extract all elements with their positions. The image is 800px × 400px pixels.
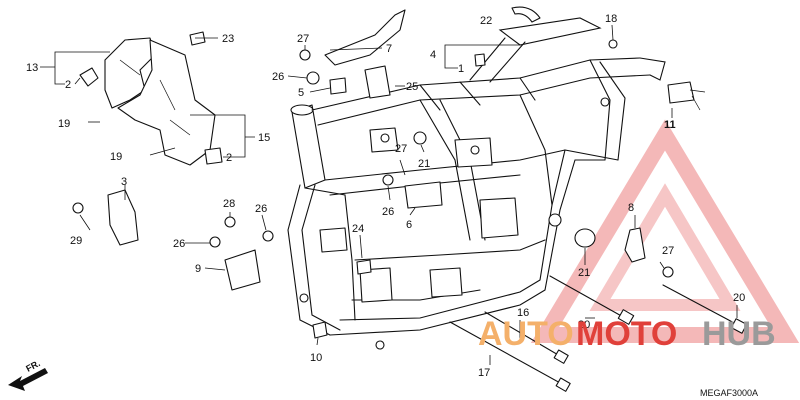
watermark-hub: HUB (702, 315, 776, 353)
watermark-text: AUTO MOTO HUB (478, 315, 776, 353)
steering-head (291, 104, 326, 189)
callout-9: 9 (195, 263, 201, 275)
part-23 (189, 31, 206, 46)
callout-25: 25 (406, 81, 418, 93)
callout-7: 7 (386, 43, 392, 55)
part-24 (356, 259, 372, 275)
callout-13: 13 (26, 62, 38, 74)
part-8 (624, 227, 646, 263)
callout-3: 3 (121, 176, 127, 188)
callout-26: 26 (173, 238, 185, 250)
long-bolts (449, 275, 748, 392)
callout-6: 6 (406, 219, 412, 231)
callout-11: 11 (664, 119, 676, 131)
diagram-code: MEGAF3000A (700, 388, 758, 398)
callout-26: 26 (272, 71, 284, 83)
callout-1: 1 (458, 63, 464, 75)
part-11-lock (667, 81, 695, 104)
callout-2: 2 (226, 152, 232, 164)
callout-26: 26 (255, 203, 267, 215)
callout-15: 15 (258, 132, 270, 144)
callout-10: 10 (310, 352, 322, 364)
leader-lines (40, 24, 738, 365)
callout-4: 4 (430, 49, 436, 61)
callout-24: 24 (352, 223, 364, 235)
callout-27: 27 (662, 245, 674, 257)
callout-19: 19 (110, 151, 122, 163)
callout-17: 17 (478, 367, 490, 379)
callout-29: 29 (70, 235, 82, 247)
part-21-plug (574, 228, 596, 248)
callout-21: 21 (418, 158, 430, 170)
small-parts (72, 6, 706, 339)
part-22 (511, 6, 541, 23)
part-25 (364, 65, 391, 99)
callout-26: 26 (382, 206, 394, 218)
lower-side-cover (117, 39, 216, 166)
bottom-rail (329, 289, 546, 336)
callout-5: 5 (298, 87, 304, 99)
part-6 (404, 181, 443, 209)
part-9 (224, 249, 261, 291)
callout-2: 2 (65, 79, 71, 91)
front-direction-arrow: FR. (8, 358, 48, 391)
callout-20: 20 (733, 292, 745, 304)
callout-22: 22 (480, 15, 492, 27)
callout-labels: 13 2 23 19 19 15 2 3 29 27 7 26 5 25 22 … (26, 13, 745, 379)
callout-27: 27 (395, 143, 407, 155)
callout-21: 21 (578, 267, 590, 279)
watermark-moto: MOTO (576, 315, 677, 353)
part-3 (107, 189, 139, 246)
watermark-auto: AUTO (478, 315, 574, 353)
callout-23: 23 (222, 33, 234, 45)
callout-20: 20 (578, 319, 590, 331)
callout-28: 28 (223, 198, 235, 210)
side-cover-assembly (79, 37, 223, 166)
callout-18: 18 (605, 13, 617, 25)
frame-body (287, 17, 666, 350)
callout-8: 8 (628, 202, 634, 214)
part-7 (324, 9, 406, 66)
callout-16: 16 (517, 307, 529, 319)
callout-27: 27 (297, 33, 309, 45)
callout-19: 19 (58, 118, 70, 130)
part-1 (474, 53, 486, 67)
part-5 (329, 77, 347, 95)
part-10 (312, 321, 328, 339)
